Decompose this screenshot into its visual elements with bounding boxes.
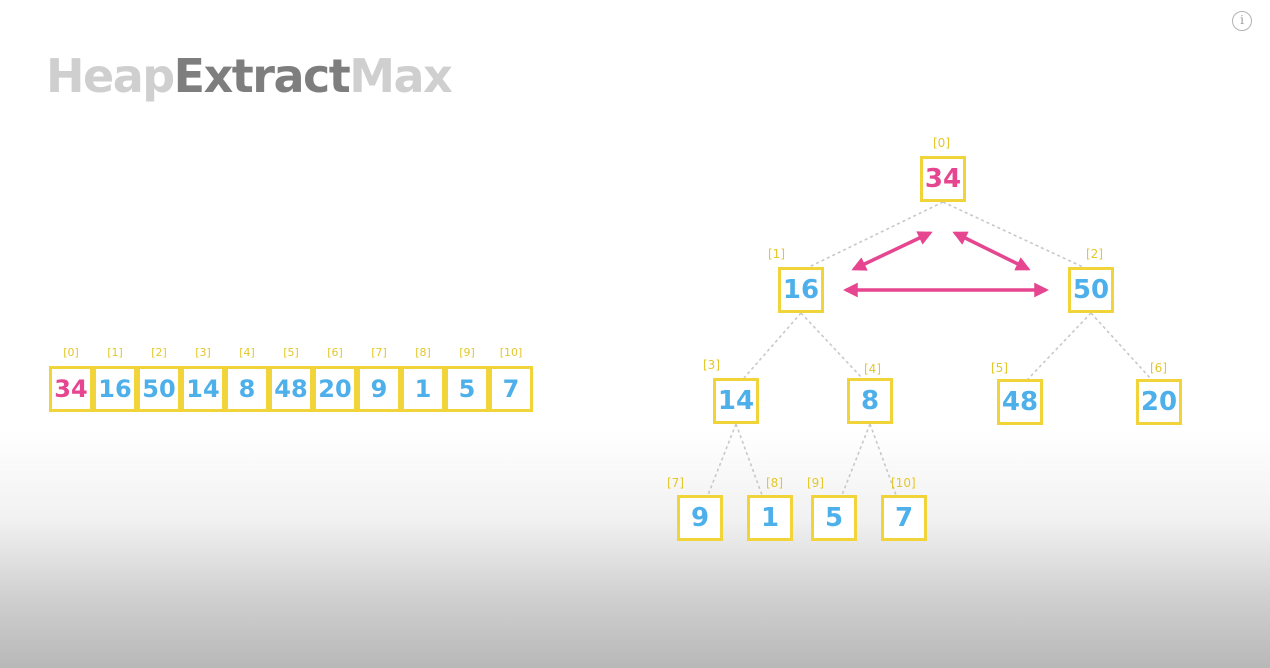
title-extract: Extract: [173, 49, 351, 103]
tree-node-index: [9]: [807, 476, 824, 490]
tree-node: 34: [920, 156, 966, 202]
tree-node: 14: [713, 378, 759, 424]
array-cell-value: 16: [93, 366, 137, 412]
array-cell-index: [7]: [371, 346, 387, 359]
tree-node-index: [5]: [991, 361, 1008, 375]
tree-edge: [942, 201, 1084, 268]
tree-node-index: [10]: [891, 476, 916, 490]
array-cell-value: 20: [313, 366, 357, 412]
array-cell-index: [4]: [239, 346, 255, 359]
tree-edge: [1027, 312, 1092, 380]
tree-node-index: [7]: [667, 476, 684, 490]
array-cell-index: [1]: [107, 346, 123, 359]
array-cell-value: 5: [445, 366, 489, 412]
array-cell-value: 14: [181, 366, 225, 412]
tree-node-index: [0]: [933, 136, 950, 150]
tree-node: 8: [847, 378, 893, 424]
tree-node-index: [8]: [766, 476, 783, 490]
tree-edge: [869, 423, 897, 496]
tree-edge: [743, 312, 802, 379]
array-cell-value: 34: [49, 366, 93, 412]
tree-node: 20: [1136, 379, 1182, 425]
tree-node-index: [6]: [1150, 361, 1167, 375]
page-title: HeapExtractMax: [46, 46, 453, 106]
array-cell-value: 1: [401, 366, 445, 412]
array-cell-index: [8]: [415, 346, 431, 359]
compare-arrow-root-left: [851, 231, 933, 271]
tree-edge: [841, 423, 871, 496]
array-cell-index: [10]: [499, 346, 523, 359]
tree-node: 50: [1068, 267, 1114, 313]
title-heap: Heap: [46, 49, 175, 103]
tree-node-index: [1]: [768, 247, 785, 261]
tree-node: 1: [747, 495, 793, 541]
title-max: Max: [349, 49, 453, 103]
tree-node: 5: [811, 495, 857, 541]
array-cell-index: [3]: [195, 346, 211, 359]
array-cell-index: [5]: [283, 346, 299, 359]
tree-edge: [707, 423, 737, 496]
array-cell-index: [0]: [63, 346, 79, 359]
array-cell-value: 48: [269, 366, 313, 412]
tree-edge: [1090, 312, 1152, 380]
tree-node: 7: [881, 495, 927, 541]
tree-edge: [800, 312, 863, 379]
array-cell-index: [6]: [327, 346, 343, 359]
array-cell-value: 7: [489, 366, 533, 412]
tree-node-index: [2]: [1086, 247, 1103, 261]
array-cell-index: [9]: [459, 346, 475, 359]
tree-node: 48: [997, 379, 1043, 425]
array-cell-index: [2]: [151, 346, 167, 359]
array-cell-value: 8: [225, 366, 269, 412]
compare-arrow-root-right: [952, 231, 1031, 271]
info-icon[interactable]: i: [1232, 11, 1252, 31]
tree-node: 16: [778, 267, 824, 313]
tree-node: 9: [677, 495, 723, 541]
tree-edge: [735, 423, 763, 496]
array-cell-value: 9: [357, 366, 401, 412]
tree-node-index: [3]: [703, 358, 720, 372]
array-cell-value: 50: [137, 366, 181, 412]
tree-node-index: [4]: [864, 362, 881, 376]
